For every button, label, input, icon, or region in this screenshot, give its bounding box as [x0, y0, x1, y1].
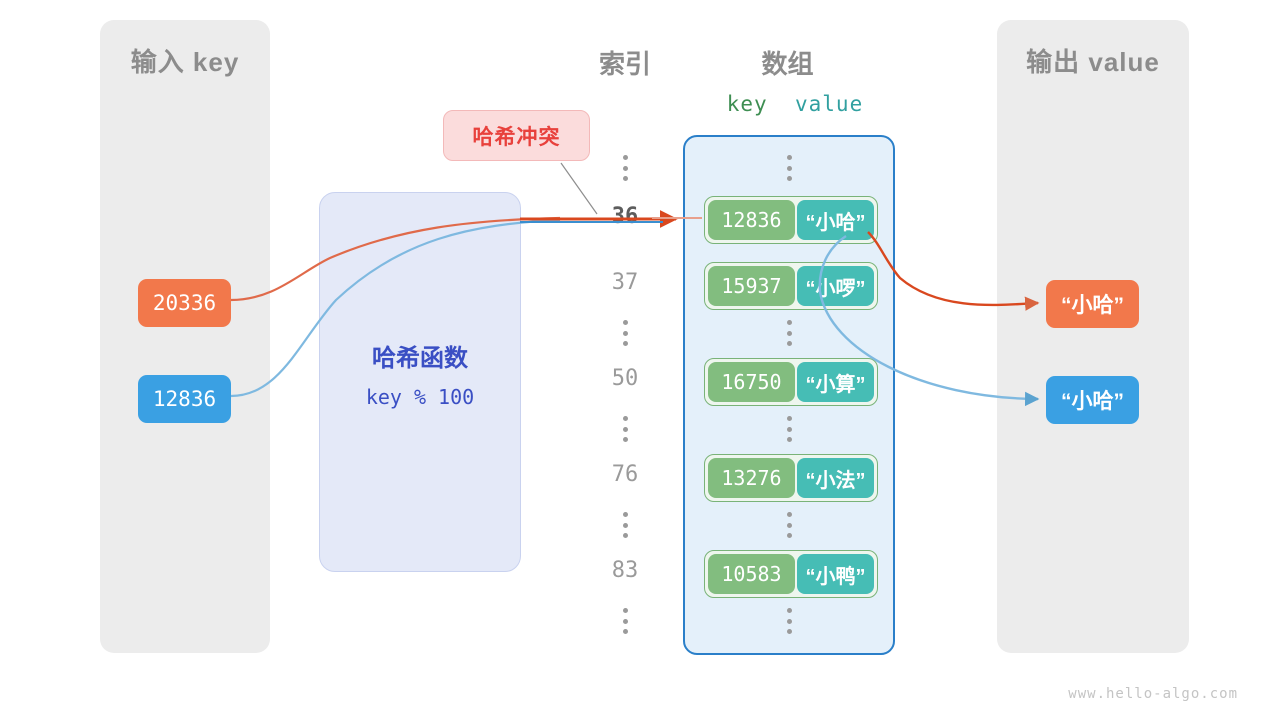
index-label-3: 76	[611, 462, 639, 487]
table-row: 10583 “小鸭”	[704, 550, 878, 598]
output-panel-title: 输出 value	[1026, 47, 1160, 77]
cell-key: 12836	[708, 200, 795, 240]
hash-collision-badge: 哈希冲突	[443, 110, 590, 161]
hash-collision-label: 哈希冲突	[472, 125, 561, 149]
cell-key: 13276	[708, 458, 795, 498]
watermark: www.hello-algo.com	[1068, 686, 1238, 702]
array-ellipsis-bottom	[782, 608, 796, 634]
index-ellipsis-1	[618, 320, 632, 346]
array-ellipsis-3	[782, 512, 796, 538]
array-container: 12836 “小哈” 15937 “小啰” 16750 “小算” 13276 “…	[683, 135, 895, 655]
table-row: 15937 “小啰”	[704, 262, 878, 310]
cell-value: “小啰”	[796, 266, 874, 306]
cell-key: 10583	[708, 554, 795, 594]
cell-value: “小算”	[796, 362, 874, 402]
index-label-4: 83	[611, 558, 639, 583]
index-ellipsis-2	[618, 416, 632, 442]
cell-key: 16750	[708, 362, 795, 402]
input-panel-title: 输入 key	[130, 47, 240, 77]
table-row: 13276 “小法”	[704, 454, 878, 502]
index-label-0: 36	[611, 204, 639, 229]
array-column-title: 数组	[761, 49, 814, 79]
hash-function-box: 哈希函数 key % 100	[319, 192, 521, 572]
cell-value: “小哈”	[796, 200, 874, 240]
key-header-label: key	[726, 92, 768, 116]
index-ellipsis-bottom	[618, 608, 632, 634]
hash-function-expression: key % 100	[365, 385, 475, 409]
input-key-1: 12836	[138, 375, 231, 423]
index-ellipsis-3	[618, 512, 632, 538]
cell-value: “小鸭”	[796, 554, 874, 594]
cell-value: “小法”	[796, 458, 874, 498]
output-value-0: “小哈”	[1046, 280, 1139, 328]
index-ellipsis-top	[618, 155, 632, 181]
output-value-1: “小哈”	[1046, 376, 1139, 424]
array-ellipsis-2	[782, 416, 796, 442]
index-column-title: 索引	[598, 49, 651, 79]
array-ellipsis-1	[782, 320, 796, 346]
input-key-0: 20336	[138, 279, 231, 327]
value-header-label: value	[795, 92, 864, 116]
index-label-2: 50	[611, 366, 639, 391]
array-ellipsis-top	[782, 155, 796, 181]
table-row: 16750 “小算”	[704, 358, 878, 406]
index-label-1: 37	[611, 270, 639, 295]
output-panel: 输出 value	[997, 20, 1189, 653]
hash-function-name: 哈希函数	[372, 345, 468, 372]
input-panel: 输入 key	[100, 20, 270, 653]
cell-key: 15937	[708, 266, 795, 306]
table-row: 12836 “小哈”	[704, 196, 878, 244]
key-value-header: key value	[700, 92, 890, 116]
